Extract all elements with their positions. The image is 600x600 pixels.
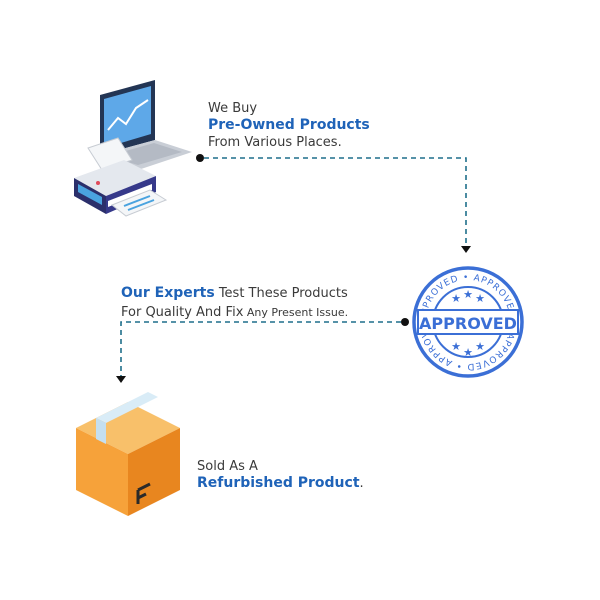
step1-line3: From Various Places. <box>208 135 342 150</box>
dashed-path <box>204 157 467 246</box>
step3-text: Sold As A Refurbished Product. <box>197 458 364 492</box>
step2-line1: Our Experts Test These Products <box>121 285 348 302</box>
star-icon: ★ <box>475 340 485 353</box>
connector-start-dot <box>196 154 204 162</box>
stamp-stars: ★ ★ ★ ★ ★ ★ <box>451 288 485 359</box>
connector-step1-to-stamp <box>196 154 471 253</box>
step3-highlight: Refurbished Product <box>197 475 360 491</box>
star-icon: ★ <box>451 340 461 353</box>
step2-line2: For Quality And Fix Any Present Issue. <box>121 304 348 321</box>
star-icon: ★ <box>451 292 461 305</box>
star-icon: ★ <box>475 292 485 305</box>
connector-stamp-to-box <box>116 318 409 383</box>
star-icon: ★ <box>463 346 473 359</box>
step3-suffix: . <box>359 476 364 491</box>
printer-icon <box>74 137 168 217</box>
step3-line2: Refurbished Product. <box>197 475 364 492</box>
step2-text: Our Experts Test These Products For Qual… <box>121 285 348 321</box>
stamp-label: APPROVED <box>419 314 517 333</box>
arrow-down-icon <box>461 246 471 253</box>
step2-highlight: Our Experts <box>121 285 215 301</box>
step2-line2b: Any Present Issue. <box>243 306 349 319</box>
connector-start-dot <box>401 318 409 326</box>
stamp-banner <box>418 310 518 334</box>
step3-line1: Sold As A <box>197 459 258 474</box>
step1-text: We Buy Pre-Owned Products From Various P… <box>208 100 370 151</box>
step2-line2a: For Quality And Fix <box>121 305 244 320</box>
step2-rest1: Test These Products <box>214 286 348 301</box>
arrow-down-icon <box>116 376 126 383</box>
step1-highlight: Pre-Owned Products <box>208 117 370 133</box>
box-icon <box>76 392 180 516</box>
star-icon: ★ <box>463 288 473 301</box>
dashed-path <box>120 321 401 376</box>
step1-line1: We Buy <box>208 101 258 116</box>
stamp-outer-ring <box>412 266 524 378</box>
